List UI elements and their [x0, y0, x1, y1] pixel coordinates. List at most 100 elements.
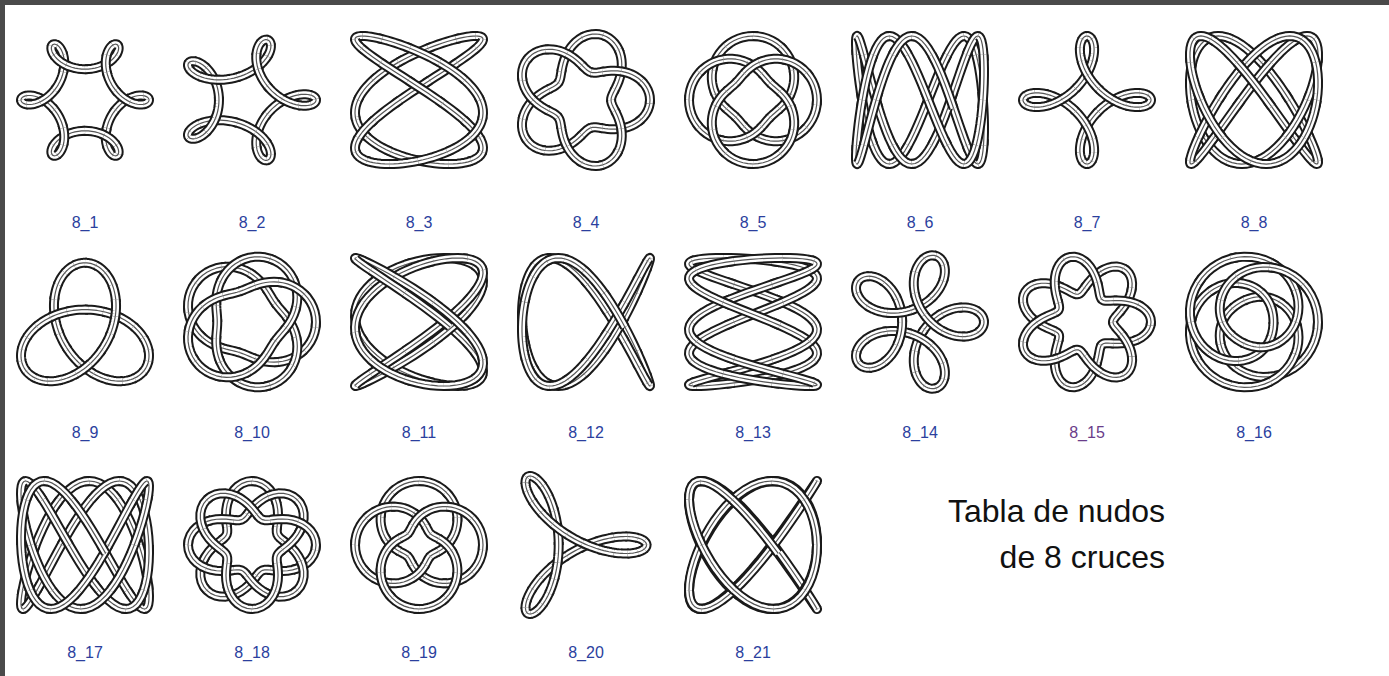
knot-tube [1303, 284, 1318, 329]
knot-tube [428, 38, 460, 48]
knot-tube [91, 481, 123, 500]
knot-tube [216, 336, 220, 362]
knot-tube [715, 90, 728, 106]
knot-tube [942, 331, 965, 337]
knot-tube [65, 265, 76, 273]
knot-tube [1084, 261, 1098, 286]
knot-diagram [1190, 36, 1318, 164]
knot-tube [604, 293, 625, 327]
knot-tube [604, 293, 625, 327]
knot-tube [1261, 292, 1272, 310]
knot-tube [1236, 62, 1271, 106]
knot-tube [74, 364, 90, 376]
knot-tube [565, 360, 588, 382]
knot-tube [408, 80, 443, 103]
knot-tube [589, 127, 602, 128]
knot-tube [1037, 311, 1057, 322]
knot-tube [1030, 357, 1058, 361]
knot-tube [604, 293, 625, 327]
knot-tube [641, 81, 650, 104]
knot-tube [1236, 62, 1271, 106]
slide-frame [0, 0, 5, 676]
knot-tube [58, 271, 66, 284]
knot-tube [932, 55, 954, 109]
knot-tube [1247, 37, 1281, 62]
knot-tube [611, 89, 615, 101]
knot-tube [1080, 152, 1083, 162]
knot-tube [142, 545, 149, 596]
knot-tube [50, 311, 70, 317]
knot-tube [1088, 75, 1101, 91]
knot-tube [545, 49, 570, 55]
knot-tube [66, 347, 79, 363]
knot-tube [1037, 311, 1057, 322]
knot-tube [1091, 38, 1094, 48]
knot-tube [216, 336, 220, 362]
knot-tube [116, 90, 133, 103]
knot-tube [1088, 75, 1101, 91]
knot-tube [189, 124, 200, 132]
knot-tube [1126, 106, 1141, 108]
knot-tube [470, 117, 482, 138]
knot-tube [525, 273, 536, 302]
knot-tube [567, 54, 584, 67]
knot-tube [91, 481, 123, 500]
knot-tube [45, 380, 61, 381]
knot-tube [52, 107, 63, 128]
knot-tube [237, 352, 255, 359]
knot-diagram [188, 257, 316, 388]
knot-tube [715, 90, 728, 106]
knot-tube [867, 276, 885, 282]
knot-tube [943, 263, 945, 281]
knot-tube [282, 99, 301, 106]
knot-tube [1276, 322, 1296, 344]
knot-tube [1257, 342, 1280, 347]
knot-tube [1098, 89, 1114, 101]
knot-tube [905, 100, 928, 151]
knot-tube [1198, 93, 1222, 137]
knot-tube [641, 81, 650, 104]
knot-tube [1148, 99, 1151, 104]
knot-tube [723, 59, 750, 64]
knot-tube [549, 82, 559, 90]
knot-tube [1058, 286, 1077, 294]
knot-tube [107, 72, 118, 93]
knot-tube [1190, 37, 1196, 62]
knot-tube [1074, 109, 1087, 125]
knot-tube [54, 282, 58, 299]
knot-tube [565, 143, 582, 162]
knot-tube [905, 49, 928, 100]
knot-tube [34, 377, 48, 381]
knot-diagram [856, 255, 984, 388]
knot-tube [1242, 342, 1259, 347]
knot-tube [266, 289, 277, 305]
knot-diagram [1190, 257, 1318, 388]
knot-tube [905, 49, 928, 100]
knot-tube [65, 265, 76, 273]
knot-tube [1276, 322, 1296, 344]
knot-tube [59, 374, 76, 380]
knot-tube [378, 38, 410, 48]
knot-tube [726, 81, 737, 91]
knot-tube [1232, 300, 1246, 309]
knot-tube [1025, 93, 1035, 96]
knot-tube [756, 136, 783, 141]
knot-tube [54, 69, 63, 90]
knot-tube [257, 147, 262, 159]
knot-diagram [21, 263, 149, 381]
knot-tube [1084, 261, 1098, 286]
knot-tube [25, 370, 35, 378]
knot-tube [1080, 139, 1082, 154]
knot-tube [772, 268, 813, 284]
knot-tube [1271, 307, 1273, 324]
knot-tube [942, 331, 965, 337]
knot-tube [962, 331, 980, 337]
knot-tube [1139, 104, 1149, 107]
knot-tube [142, 361, 148, 372]
knot-tube [365, 135, 391, 152]
knot-tube [282, 99, 301, 106]
knot-tube [267, 86, 285, 101]
knot-tube [217, 76, 241, 80]
knot-tube [267, 44, 270, 56]
